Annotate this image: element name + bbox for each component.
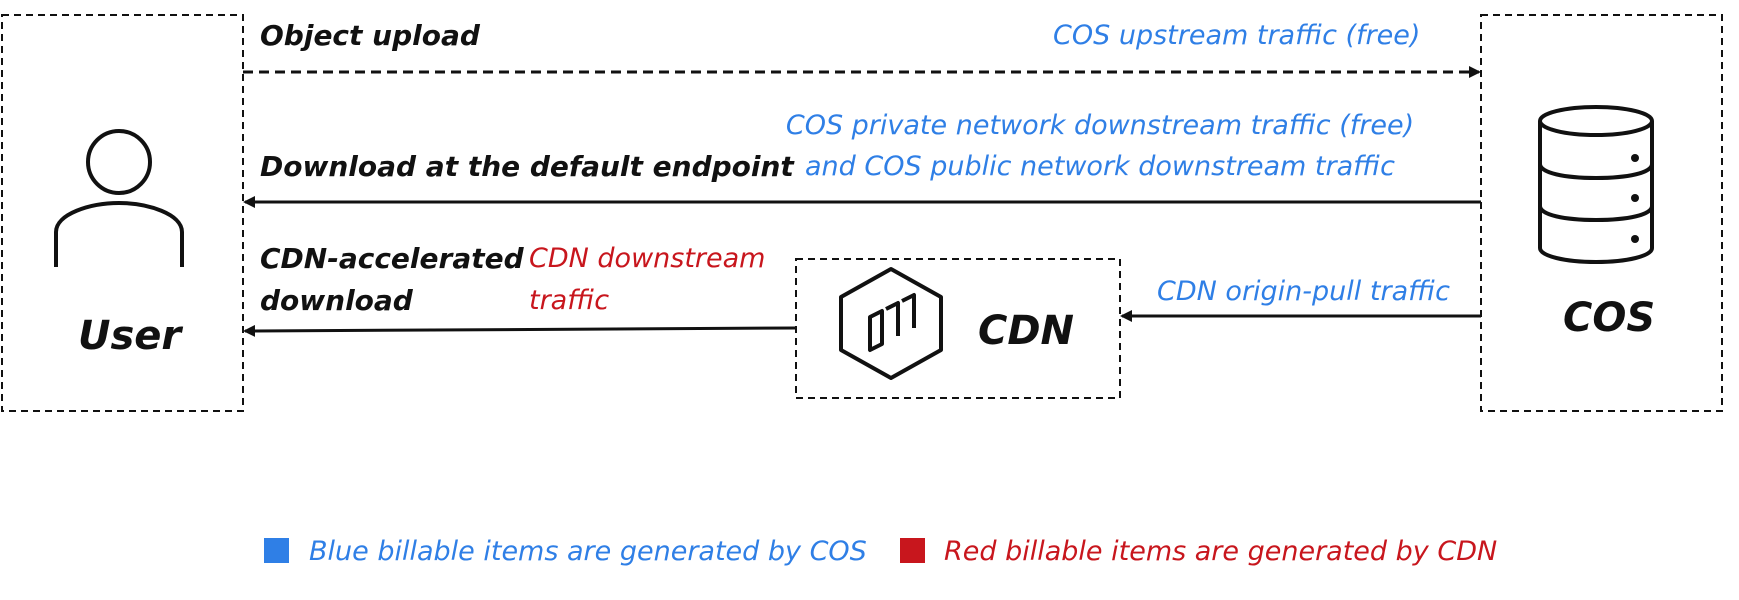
cdn-downstream-traffic-line1: CDN downstream	[529, 243, 766, 274]
cos-box	[1480, 14, 1723, 412]
cdn-icon	[839, 267, 943, 380]
user-icon	[54, 129, 184, 267]
cos-label: COS	[1563, 295, 1656, 341]
cdn-download-label-line2: download	[260, 284, 413, 317]
downstream-traffic-line1: COS private network downstream traffic (…	[785, 110, 1415, 141]
legend-red-swatch	[900, 538, 925, 563]
cdn-downstream-traffic-line2: traffic	[529, 285, 610, 316]
cdn-label: CDN	[978, 308, 1075, 354]
legend-blue-text: Blue billable items are generated by COS	[309, 536, 867, 567]
cdn-download-arrow	[243, 324, 797, 337]
origin-pull-traffic-label: CDN origin-pull traffic	[1157, 276, 1450, 307]
upload-label: Object upload	[260, 19, 480, 52]
user-label: User	[78, 313, 182, 359]
cdn-download-label-line1: CDN-accelerated	[260, 242, 524, 275]
user-box	[1, 14, 244, 412]
database-icon	[1538, 105, 1654, 265]
downstream-traffic-line2: and COS public network downstream traffi…	[805, 151, 1395, 182]
legend-blue-swatch	[264, 538, 289, 563]
upstream-traffic-label: COS upstream traffic (free)	[1053, 20, 1421, 51]
database-indicator-dots	[1631, 154, 1639, 243]
default-download-label: Download at the default endpoint	[260, 150, 794, 183]
legend-red-text: Red billable items are generated by CDN	[944, 536, 1498, 567]
